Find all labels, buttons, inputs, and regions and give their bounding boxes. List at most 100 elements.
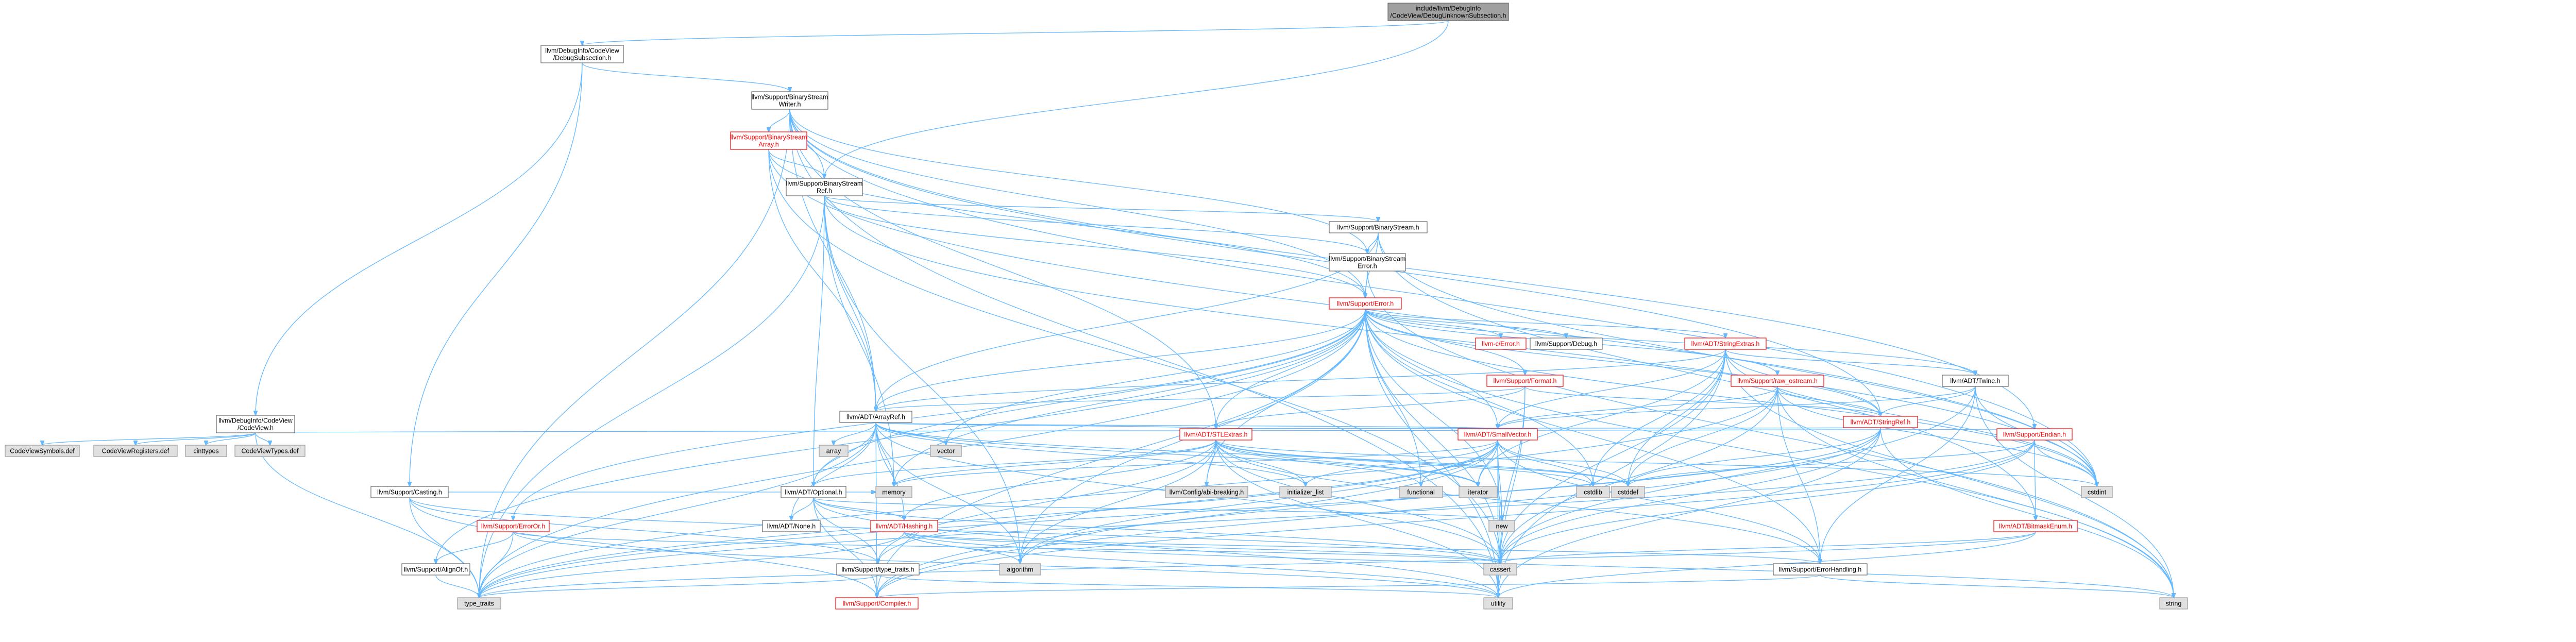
node-binarystream[interactable]: llvm/Support/BinaryStream.h	[1329, 221, 1428, 233]
node-hashing[interactable]: llvm/ADT/Hashing.h	[870, 520, 938, 532]
node-rawostream[interactable]: llvm/Support/raw_ostream.h	[1731, 375, 1824, 387]
node-functional[interactable]: functional	[1399, 486, 1443, 498]
node-twine[interactable]: llvm/ADT/Twine.h	[1942, 375, 2009, 387]
edge-endian-to-compiler	[877, 440, 2035, 598]
edge-binarystreamref-to-cstdint	[824, 195, 2097, 486]
node-label: llvm/Support/type_traits.h	[841, 566, 914, 573]
node-box	[185, 445, 227, 457]
node-cassert[interactable]: cassert	[1483, 563, 1517, 576]
node-algorithm[interactable]: algorithm	[999, 563, 1041, 576]
edge-codeview-to-codeviewtypes	[255, 432, 270, 445]
node-codeviewregisters[interactable]: CodeViewRegisters.def	[93, 445, 178, 457]
edge-rawostream-to-stringref	[1777, 386, 1880, 416]
edge-stringextras-to-smallvector	[1498, 349, 1726, 429]
edge-binarystreamerror-to-error	[1365, 271, 1368, 298]
node-arrayref[interactable]: llvm/ADT/ArrayRef.h	[839, 411, 912, 423]
node-box	[2159, 597, 2188, 610]
node-label: Array.h	[758, 141, 778, 148]
node-string[interactable]: string	[2159, 597, 2188, 610]
node-label: cassert	[1490, 566, 1511, 573]
node-debug[interactable]: llvm/Support/Debug.h	[1530, 337, 1603, 350]
edge-binarystreamwriter-to-stlextras	[789, 109, 1216, 429]
node-stringref[interactable]: llvm/ADT/StringRef.h	[1843, 416, 1918, 428]
edge-error-to-alignof	[436, 309, 1366, 564]
node-stringextras[interactable]: llvm/ADT/StringExtras.h	[1684, 337, 1767, 350]
edge-binarystreamwriter-to-binarystreamerror	[789, 109, 1367, 254]
node-compiler[interactable]: llvm/Support/Compiler.h	[835, 597, 919, 610]
node-initlist[interactable]: initializer_list	[1279, 486, 1332, 498]
node-label: llvm/Support/AlignOf.h	[404, 566, 468, 573]
node-label: /CodeView.h	[238, 425, 274, 432]
node-smallvector[interactable]: llvm/ADT/SmallVector.h	[1458, 428, 1538, 441]
node-vector[interactable]: vector	[930, 445, 962, 457]
edge-error-to-compiler	[877, 309, 1366, 598]
edge-error-to-functional	[1365, 309, 1421, 486]
edge-smallvector-to-memory	[894, 440, 1498, 486]
node-array[interactable]: array	[819, 445, 849, 457]
node-error[interactable]: llvm/Support/Error.h	[1329, 297, 1402, 310]
node-memory[interactable]: memory	[875, 486, 912, 498]
node-configbreaking[interactable]: llvm/Config/abi-breaking.h	[1165, 486, 1248, 498]
node-format[interactable]: llvm/Support/Format.h	[1486, 375, 1564, 387]
node-box	[1329, 221, 1428, 233]
node-typetraitsstd[interactable]: type_traits	[457, 597, 501, 610]
edge-endian-to-cstddef	[1628, 440, 2035, 486]
node-new[interactable]: new	[1488, 520, 1515, 532]
edge-binarystreamarray-to-error	[768, 149, 1365, 298]
node-cstdint[interactable]: cstdint	[2081, 486, 2113, 498]
node-stlextras[interactable]: llvm/ADT/STLExtras.h	[1179, 428, 1252, 441]
edge-binarystreamref-to-algorithm	[824, 195, 1020, 564]
node-debugsubsection[interactable]: llvm/DebugInfo/CodeView/DebugSubsection.…	[540, 45, 624, 63]
node-box	[1399, 486, 1443, 498]
node-box	[1458, 428, 1538, 441]
edge-error-to-stringextras	[1365, 309, 1725, 338]
edge-error-to-stringref	[1365, 309, 1880, 416]
node-endian[interactable]: llvm/Support/Endian.h	[1996, 428, 2073, 441]
node-optional[interactable]: llvm/ADT/Optional.h	[781, 486, 846, 498]
node-cinttypes[interactable]: cinttypes	[185, 445, 227, 457]
node-casting[interactable]: llvm/Support/Casting.h	[370, 486, 449, 498]
node-label: Writer.h	[779, 101, 801, 108]
node-cerror[interactable]: llvm-c/Error.h	[1475, 337, 1527, 350]
edge-debugsubsection-to-codeview	[256, 62, 583, 415]
node-label: llvm/ADT/Twine.h	[1950, 378, 2000, 385]
node-errorhandling[interactable]: llvm/Support/ErrorHandling.h	[1773, 563, 1868, 576]
node-box	[836, 563, 920, 576]
node-root[interactable]: include/llvm/DebugInfo/CodeView/DebugUnk…	[1387, 3, 1509, 21]
node-iterator[interactable]: iterator	[1459, 486, 1498, 498]
edge-stlextras-to-cassert	[1215, 440, 1500, 564]
edge-rawostream-to-cstddef	[1628, 386, 1778, 486]
node-box	[835, 597, 919, 610]
node-box	[875, 486, 912, 498]
node-codeview[interactable]: llvm/DebugInfo/CodeView/CodeView.h	[216, 415, 295, 433]
node-none[interactable]: llvm/ADT/None.h	[762, 520, 821, 532]
node-cstddef[interactable]: cstddef	[1611, 486, 1645, 498]
edge-rawostream-to-smallvector	[1498, 386, 1778, 429]
node-label: llvm/ADT/Optional.h	[785, 489, 842, 496]
node-errorort[interactable]: llvm/Support/ErrorOr.h	[477, 520, 550, 532]
node-label: llvm/Support/BinaryStream	[731, 134, 807, 141]
node-bitmaskenum[interactable]: llvm/ADT/BitmaskEnum.h	[1993, 520, 2078, 532]
edge-binarystreamarray-to-arrayref	[768, 149, 876, 411]
node-utility[interactable]: utility	[1483, 597, 1513, 610]
edge-stringextras-to-cstdlib	[1593, 349, 1726, 486]
edge-error-to-stlextras	[1216, 309, 1366, 429]
node-box	[1483, 597, 1513, 610]
node-typetraits[interactable]: llvm/Support/type_traits.h	[836, 563, 920, 576]
edge-smallvector-to-typetraits	[878, 440, 1498, 564]
edge-stringextras-to-arrayref	[876, 349, 1726, 411]
node-codeviewsymbols[interactable]: CodeViewSymbols.def	[5, 445, 80, 457]
edge-twine-to-smallvector	[1498, 386, 1976, 429]
node-cstdlib[interactable]: cstdlib	[1576, 486, 1610, 498]
edge-endian-to-cstdint	[2034, 440, 2097, 486]
edge-casting-to-compiler	[409, 497, 877, 598]
node-alignof[interactable]: llvm/Support/AlignOf.h	[401, 563, 470, 576]
edge-rawostream-to-string	[1777, 386, 2174, 598]
edge-errorhandling-to-string	[1820, 575, 2174, 598]
edge-optional-to-none	[791, 497, 814, 520]
node-codeviewtypes[interactable]: CodeViewTypes.def	[234, 445, 306, 457]
